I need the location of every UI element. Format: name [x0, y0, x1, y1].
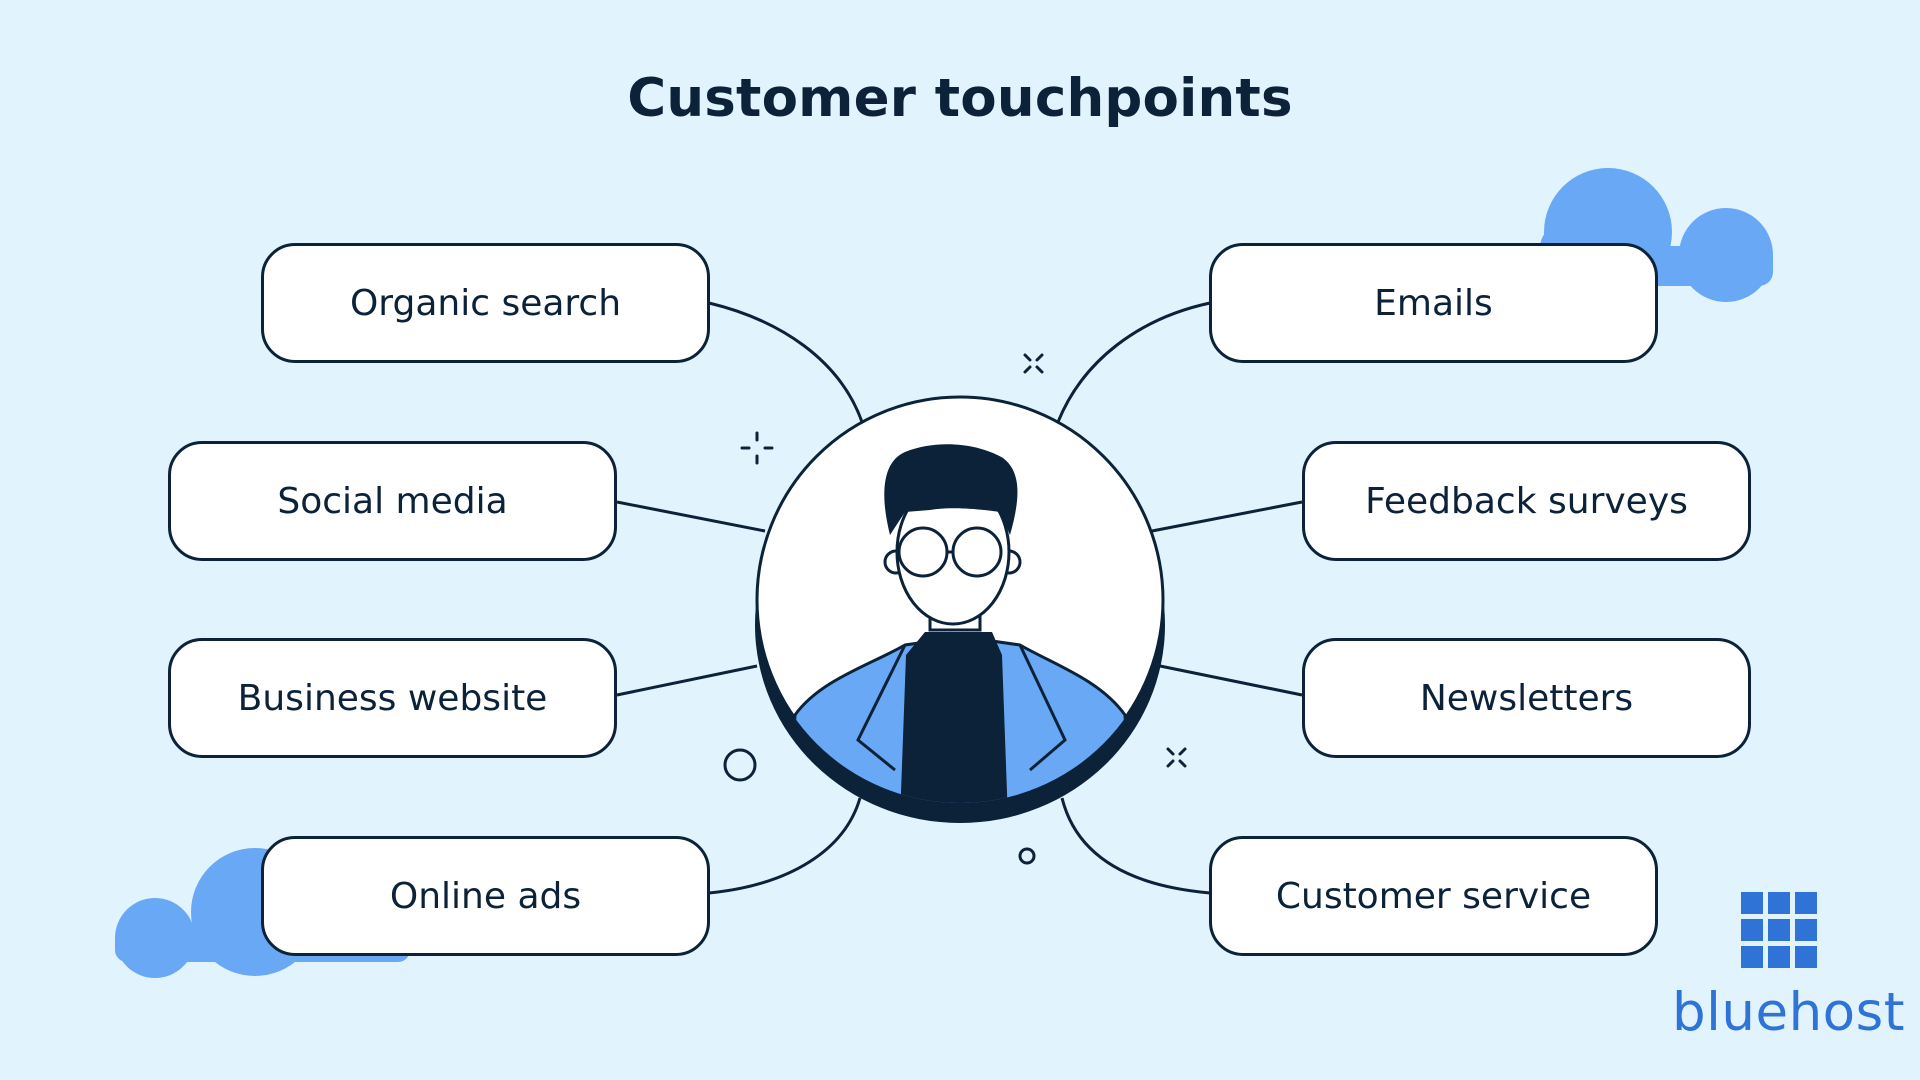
connector-lines — [616, 301, 1303, 895]
sparkle-icon — [1166, 747, 1187, 768]
touchpoint-customer-service: Customer service — [1209, 836, 1658, 956]
touchpoint-newsletters: Newsletters — [1302, 638, 1751, 758]
person-avatar-icon — [755, 395, 1165, 823]
sparkle-icon — [1023, 353, 1044, 374]
touchpoint-feedback-surveys: Feedback surveys — [1302, 441, 1751, 561]
sparkle-icon — [740, 431, 774, 465]
touchpoint-social-media: Social media — [168, 441, 617, 561]
touchpoint-emails: Emails — [1209, 243, 1658, 363]
touchpoint-organic-search: Organic search — [261, 243, 710, 363]
dot-icon — [723, 748, 757, 782]
grid-logo-icon — [1741, 892, 1817, 968]
touchpoint-business-website: Business website — [168, 638, 617, 758]
diagram-title: Customer touchpoints — [627, 68, 1293, 129]
touchpoint-online-ads: Online ads — [261, 836, 710, 956]
dot-icon — [1018, 847, 1036, 865]
brand-wordmark: bluehost — [1672, 982, 1905, 1043]
